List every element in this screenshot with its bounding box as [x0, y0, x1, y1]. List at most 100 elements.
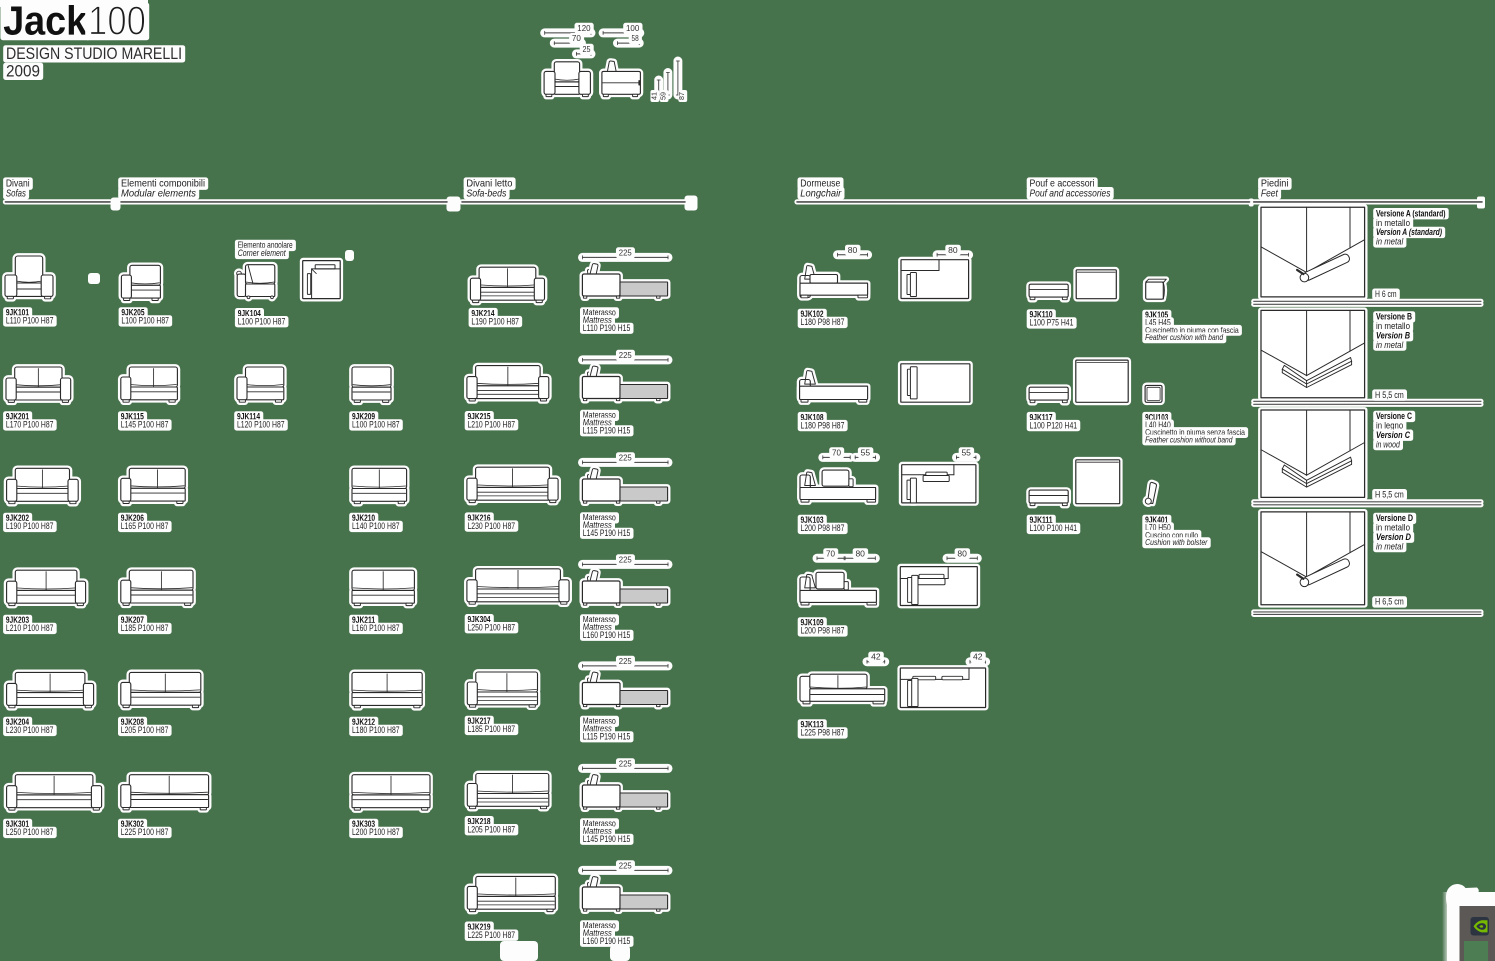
svg-text:Materasso: Materasso — [583, 308, 616, 318]
svg-text:Materasso: Materasso — [583, 615, 616, 625]
svg-text:Versione C: Versione C — [1376, 411, 1412, 421]
svg-text:42: 42 — [871, 652, 881, 662]
svg-text:9JK103: 9JK103 — [801, 515, 824, 525]
svg-text:9JK217: 9JK217 — [468, 716, 491, 726]
svg-text:42: 42 — [973, 652, 983, 662]
svg-text:Mattress: Mattress — [583, 315, 613, 325]
svg-text:L100 P100 H87: L100 P100 H87 — [121, 316, 169, 326]
svg-text:L115 P190 H15: L115 P190 H15 — [583, 731, 631, 741]
svg-text:Mattress: Mattress — [583, 724, 613, 734]
svg-text:9JK214: 9JK214 — [471, 308, 495, 318]
svg-text:L140 P100 H87: L140 P100 H87 — [352, 521, 400, 531]
svg-text:L250 P100 H87: L250 P100 H87 — [6, 827, 54, 837]
svg-text:9JK110: 9JK110 — [1030, 310, 1053, 320]
svg-text:9JK209: 9JK209 — [352, 412, 375, 422]
svg-text:Materasso: Materasso — [583, 921, 616, 931]
svg-text:in metallo: in metallo — [1376, 321, 1410, 331]
svg-text:Mattress: Mattress — [583, 520, 613, 530]
svg-text:Mattress: Mattress — [583, 928, 613, 938]
svg-text:L225 P100 H87: L225 P100 H87 — [121, 827, 169, 837]
svg-text:L190 P100 H87: L190 P100 H87 — [471, 316, 519, 326]
svg-text:9CU103: 9CU103 — [1145, 412, 1168, 422]
svg-text:Elemento angolare: Elemento angolare — [238, 240, 293, 250]
svg-text:9JK115: 9JK115 — [121, 412, 144, 422]
svg-text:70: 70 — [572, 33, 581, 43]
svg-text:L170 P100 H87: L170 P100 H87 — [6, 420, 54, 430]
svg-text:DESIGN STUDIO MARELLI: DESIGN STUDIO MARELLI — [6, 45, 182, 63]
svg-text:L180 P100 H87: L180 P100 H87 — [352, 725, 400, 735]
svg-text:9JK204: 9JK204 — [6, 717, 30, 727]
svg-text:80: 80 — [848, 245, 858, 255]
svg-text:25: 25 — [583, 44, 591, 54]
svg-text:Materasso: Materasso — [583, 716, 616, 726]
svg-text:225: 225 — [619, 860, 632, 870]
svg-text:Materasso: Materasso — [583, 513, 616, 523]
svg-text:H 6 cm: H 6 cm — [1375, 289, 1397, 299]
svg-text:100: 100 — [626, 23, 639, 33]
svg-text:9JK104: 9JK104 — [238, 309, 262, 319]
svg-text:in metallo: in metallo — [1376, 218, 1410, 228]
svg-text:L230 P100 H87: L230 P100 H87 — [6, 725, 54, 735]
svg-text:Cuscino con rullo: Cuscino con rullo — [1145, 530, 1198, 540]
svg-text:9JK113: 9JK113 — [801, 720, 824, 730]
svg-text:Sofas: Sofas — [6, 188, 26, 199]
svg-text:9JK102: 9JK102 — [801, 309, 824, 319]
svg-text:in metal: in metal — [1376, 237, 1404, 247]
svg-text:L100 P100 H87: L100 P100 H87 — [238, 316, 286, 326]
svg-text:55: 55 — [861, 447, 871, 457]
svg-text:L100 P120 H41: L100 P120 H41 — [1030, 420, 1078, 430]
svg-text:9JK109: 9JK109 — [801, 618, 824, 628]
svg-text:2009: 2009 — [6, 62, 40, 80]
svg-text:Jack: Jack — [3, 0, 87, 43]
svg-text:H 6,5 cm: H 6,5 cm — [1375, 597, 1404, 607]
svg-text:H 5,5 cm: H 5,5 cm — [1375, 489, 1404, 499]
svg-text:L100 P100 H41: L100 P100 H41 — [1030, 523, 1078, 533]
svg-text:9JK219: 9JK219 — [468, 922, 491, 932]
svg-text:9JK212: 9JK212 — [352, 717, 375, 727]
svg-text:L165 P100 H87: L165 P100 H87 — [121, 521, 169, 531]
svg-text:Cushion with bolster: Cushion with bolster — [1145, 537, 1208, 547]
svg-text:225: 225 — [619, 554, 632, 564]
svg-text:100: 100 — [88, 0, 146, 43]
svg-text:9JK114: 9JK114 — [237, 412, 261, 422]
svg-text:L210 P100 H87: L210 P100 H87 — [6, 623, 54, 633]
svg-text:9JK201: 9JK201 — [6, 412, 29, 422]
svg-text:L100 P100 H87: L100 P100 H87 — [352, 420, 400, 430]
svg-text:70: 70 — [826, 548, 835, 558]
svg-text:Modular elements: Modular elements — [121, 188, 196, 199]
svg-text:L205 P100 H87: L205 P100 H87 — [468, 824, 516, 834]
svg-text:L225 P98 H87: L225 P98 H87 — [801, 728, 845, 738]
svg-text:L230 P100 H87: L230 P100 H87 — [468, 521, 516, 531]
svg-text:L185 P100 H87: L185 P100 H87 — [121, 623, 169, 633]
svg-text:L185 P100 H87: L185 P100 H87 — [468, 724, 516, 734]
svg-text:L200 P98 H87: L200 P98 H87 — [801, 523, 845, 533]
svg-text:Cuscinetto in piuma senza fasc: Cuscinetto in piuma senza fascia — [1145, 427, 1245, 437]
svg-text:Versione D: Versione D — [1376, 513, 1413, 523]
svg-text:Feather cushion with band: Feather cushion with band — [1145, 332, 1223, 342]
svg-text:9JK216: 9JK216 — [468, 513, 491, 523]
svg-text:9JK401: 9JK401 — [1145, 515, 1168, 525]
svg-text:L160 P100 H87: L160 P100 H87 — [352, 623, 400, 633]
svg-text:9JK205: 9JK205 — [121, 308, 144, 318]
svg-text:58: 58 — [632, 33, 639, 43]
svg-text:55: 55 — [961, 447, 971, 457]
svg-text:9JK203: 9JK203 — [6, 615, 29, 625]
svg-text:Materasso: Materasso — [583, 410, 616, 420]
svg-text:225: 225 — [619, 758, 632, 768]
svg-text:L145 P190 H15: L145 P190 H15 — [583, 834, 631, 844]
svg-text:225: 225 — [619, 656, 632, 666]
svg-text:Elementi componibili: Elementi componibili — [121, 179, 205, 190]
svg-text:41: 41 — [649, 92, 658, 100]
svg-text:9JK206: 9JK206 — [121, 513, 144, 523]
svg-text:Version A (standard): Version A (standard) — [1376, 227, 1442, 237]
svg-text:L210 P100 H87: L210 P100 H87 — [468, 419, 516, 429]
svg-text:in metal: in metal — [1376, 340, 1404, 350]
svg-text:L160 P190 H15: L160 P190 H15 — [583, 936, 631, 946]
svg-text:80: 80 — [948, 245, 958, 255]
svg-text:Materasso: Materasso — [583, 819, 616, 829]
svg-text:L225 P100 H87: L225 P100 H87 — [468, 930, 516, 940]
svg-text:9JK211: 9JK211 — [352, 615, 375, 625]
svg-text:59: 59 — [659, 92, 668, 100]
svg-text:in metal: in metal — [1376, 541, 1404, 551]
svg-text:Pouf e accessori: Pouf e accessori — [1030, 179, 1095, 190]
